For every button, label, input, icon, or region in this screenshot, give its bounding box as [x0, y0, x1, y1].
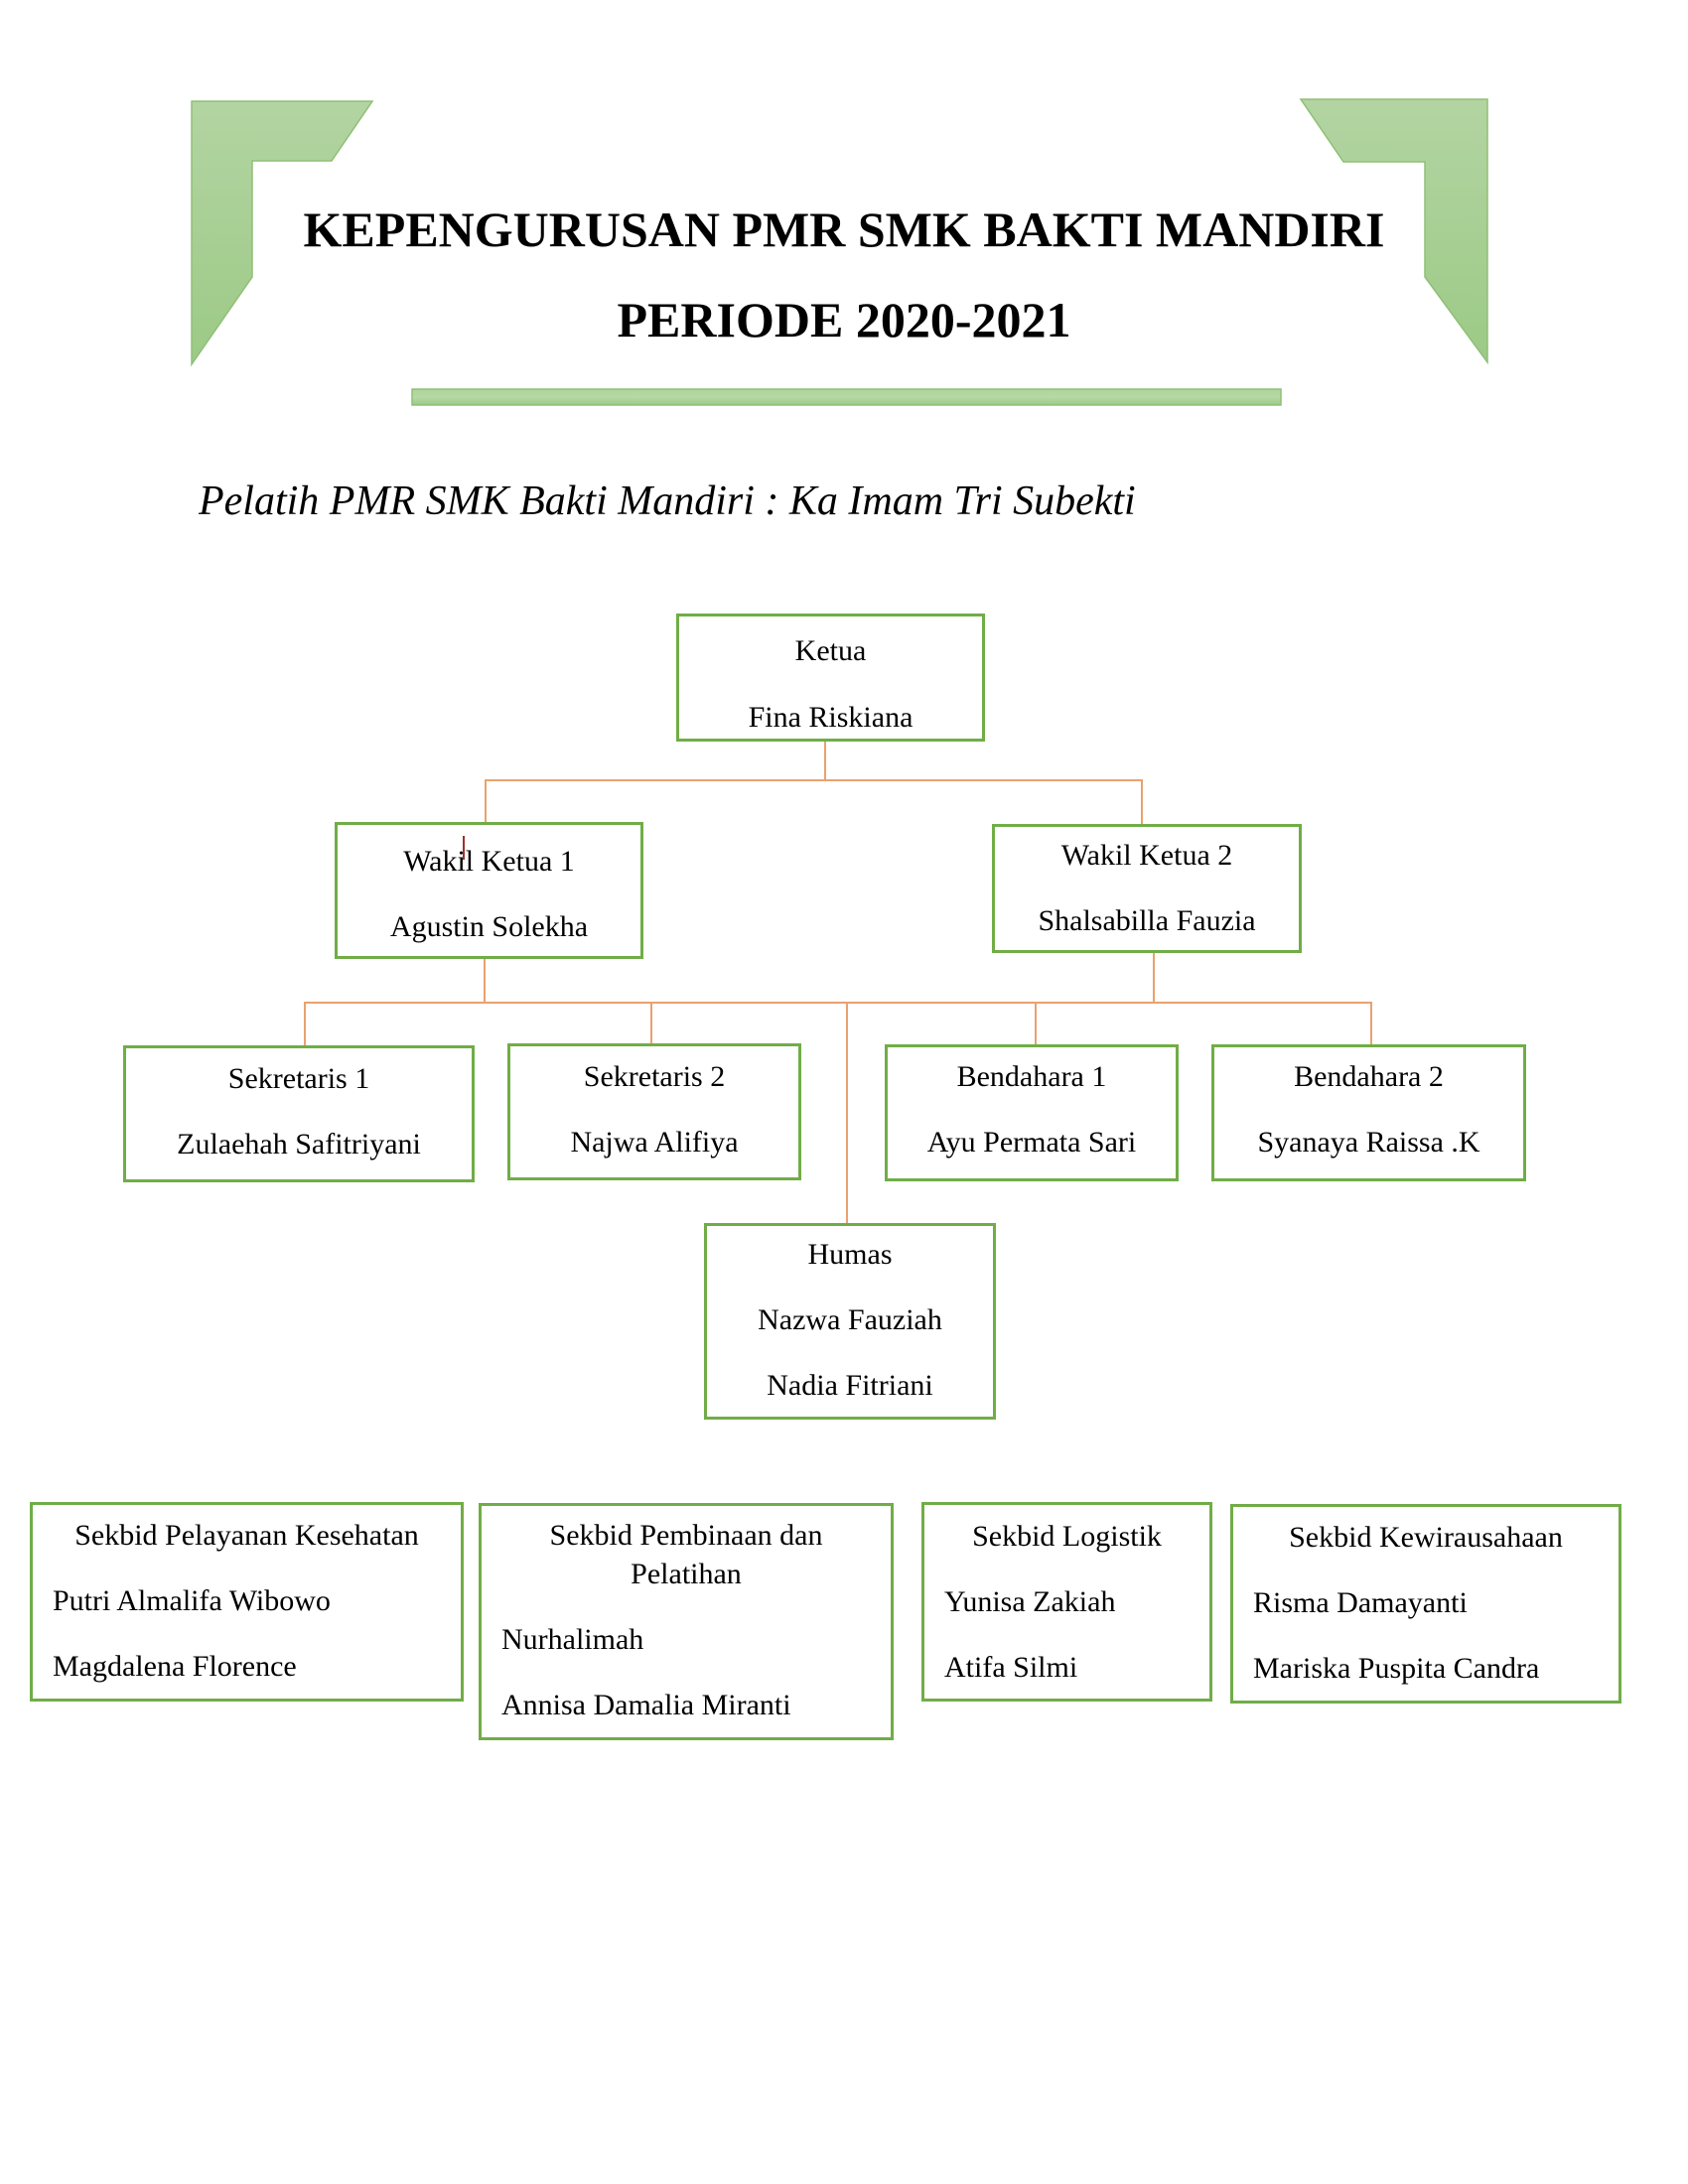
member-name: Fina Riskiana	[748, 701, 914, 734]
member-name: Agustin Solekha	[389, 910, 589, 943]
ketua-box: Ketua Fina Riskiana	[676, 614, 985, 742]
member-name: Shalsabilla Fauzia	[1038, 904, 1256, 937]
left-corner-ornament	[191, 100, 374, 367]
member-name: Risma Damayanti	[1253, 1586, 1468, 1619]
member-name: Zulaehah Safitriyani	[177, 1128, 421, 1160]
text-cursor	[463, 836, 465, 860]
page-title-line2: PERIODE 2020-2021	[617, 292, 1071, 347]
member-name: Syanaya Raissa .K	[1257, 1126, 1480, 1159]
sekbid-kewirausahaan-box: Sekbid Kewirausahaan Risma Damayanti Mar…	[1230, 1504, 1621, 1704]
member-name: Nazwa Fauziah	[758, 1303, 942, 1336]
member-name: Atifa Silmi	[944, 1651, 1078, 1684]
sekbid-title: Sekbid Kewirausahaan	[1289, 1521, 1563, 1554]
sekbid-pelayanan-kesehatan-box: Sekbid Pelayanan Kesehatan Putri Almalif…	[30, 1502, 464, 1702]
member-name: Yunisa Zakiah	[944, 1585, 1116, 1618]
role-label: Wakil Ketua 1	[403, 845, 575, 878]
sekretaris-2-box: Sekretaris 2 Najwa Alifiya	[507, 1043, 801, 1180]
member-name: Putri Almalifa Wibowo	[53, 1584, 331, 1617]
header-decoration	[191, 98, 1488, 406]
title-underline-bar	[411, 388, 1282, 406]
member-name: Nurhalimah	[501, 1623, 644, 1656]
role-label: Wakil Ketua 2	[1060, 839, 1233, 872]
wakil-ketua-2-box: Wakil Ketua 2 Shalsabilla Fauzia	[992, 824, 1302, 953]
sekbid-logistik-box: Sekbid Logistik Yunisa Zakiah Atifa Silm…	[921, 1502, 1212, 1702]
member-name: Nadia Fitriani	[767, 1369, 933, 1402]
sekbid-title: Sekbid Logistik	[972, 1520, 1162, 1553]
sekretaris-1-box: Sekretaris 1 Zulaehah Safitriyani	[123, 1045, 475, 1182]
right-corner-ornament	[1299, 98, 1488, 365]
humas-box: Humas Nazwa Fauziah Nadia Fitriani	[704, 1223, 996, 1420]
trainer-subtitle: Pelatih PMR SMK Bakti Mandiri : Ka Imam …	[199, 478, 1136, 524]
role-label: Bendahara 2	[1294, 1060, 1444, 1093]
member-name: Annisa Damalia Miranti	[501, 1689, 791, 1721]
sekbid-title: Sekbid Pelayanan Kesehatan	[74, 1519, 419, 1552]
member-name: Ayu Permata Sari	[926, 1126, 1137, 1159]
page-title-line1: KEPENGURUSAN PMR SMK BAKTI MANDIRI	[303, 202, 1385, 257]
role-label: Sekretaris 1	[227, 1062, 370, 1095]
wakil-ketua-1-box: Wakil Ketua 1 Agustin Solekha	[335, 822, 643, 959]
role-label: Ketua	[794, 634, 867, 667]
sekbid-title-line2: Pelatihan	[631, 1558, 742, 1590]
member-name: Najwa Alifiya	[570, 1126, 739, 1159]
sekbid-title-line1: Sekbid Pembinaan dan	[549, 1519, 823, 1552]
bendahara-2-box: Bendahara 2 Syanaya Raissa .K	[1211, 1044, 1526, 1181]
sekbid-pembinaan-pelatihan-box: Sekbid Pembinaan dan Pelatihan Nurhalima…	[479, 1503, 894, 1740]
bendahara-1-box: Bendahara 1 Ayu Permata Sari	[885, 1044, 1179, 1181]
role-label: Humas	[807, 1238, 893, 1271]
member-name: Mariska Puspita Candra	[1253, 1652, 1540, 1685]
role-label: Bendahara 1	[956, 1060, 1107, 1093]
role-label: Sekretaris 2	[583, 1060, 726, 1093]
member-name: Magdalena Florence	[53, 1650, 297, 1683]
